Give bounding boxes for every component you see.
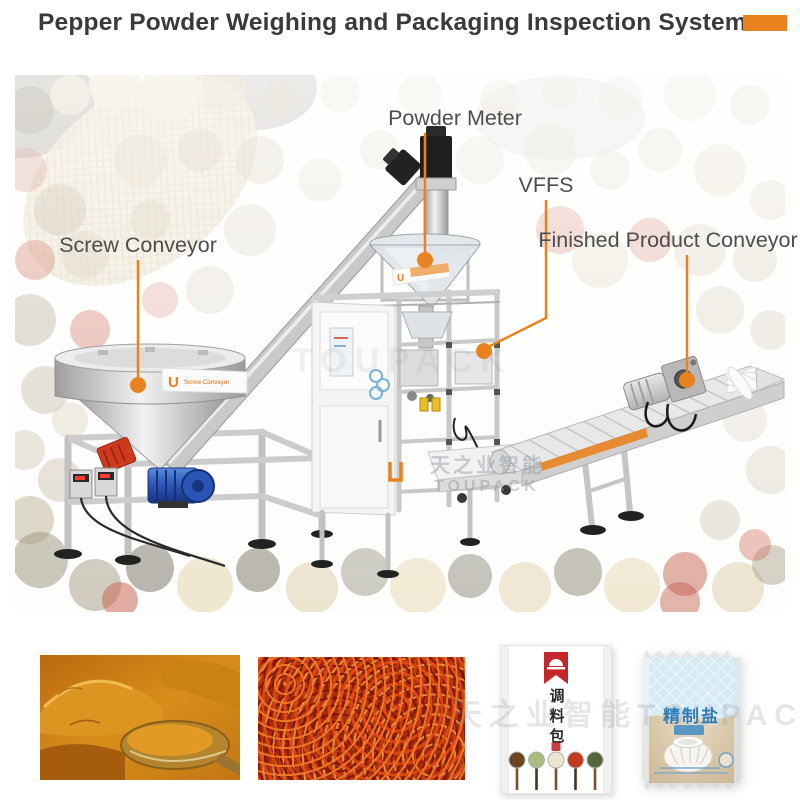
spice-spoon-bowl (567, 751, 584, 769)
callout-vffs: VFFS (476, 173, 573, 359)
callout-powder-meter: Powder Meter (388, 106, 522, 268)
control-boxes (69, 467, 226, 568)
belt-cleat (546, 432, 579, 452)
spice-spoon-handle (554, 768, 558, 790)
callout-label-screw-conveyor: Screw Conveyor (59, 233, 217, 257)
callout-dot (679, 372, 695, 388)
spice-spoons (508, 751, 604, 790)
watermark-cn: 天之业智能 (430, 453, 545, 477)
spice-spoon-bowl (586, 751, 604, 769)
callout-dot (476, 343, 492, 359)
bag-deflector (725, 366, 765, 400)
page-title: Pepper Powder Weighing and Packaging Ins… (38, 9, 747, 36)
salt-jar (663, 736, 713, 773)
brand-letter: U (397, 273, 404, 284)
callout-label-finished-product-conveyor: Finished Product Conveyor (538, 228, 797, 252)
seal-stamp (551, 742, 561, 751)
belt-cleat (528, 439, 560, 459)
spice-spoon-handle (535, 768, 538, 790)
screw-conveyor-machine: U Screw Conveyor (54, 148, 434, 568)
screw-drive-motor (147, 467, 215, 508)
callout-dot (417, 252, 433, 268)
belt-cleat (565, 426, 598, 446)
brand-letter: U (168, 374, 179, 391)
spice-spoon-bowl (547, 751, 565, 769)
vibrator-motor (96, 436, 137, 473)
screw-strip-text: Screw Conveyor (184, 379, 229, 386)
conveyor-label-strip (540, 428, 648, 471)
chili-flakes-photo (258, 657, 465, 780)
salt-packet-photo: 精制盐 (638, 648, 745, 792)
callout-finished-product-conveyor: Finished Product Conveyor (538, 228, 798, 388)
belt-cleat (602, 414, 635, 433)
seasoning-packet-title: 调料包 (547, 688, 565, 748)
spice-spoon-handle (515, 768, 519, 790)
tube-drive-motor (383, 148, 422, 186)
watermark-gallery-cn: 天之业智能 (452, 699, 637, 732)
spice-spoon-bowl (528, 751, 545, 769)
spice-spoon-handle (593, 768, 597, 790)
watermark-gallery-en: TOUPACK (637, 699, 800, 732)
salt-packet-title: 精制盐 (663, 707, 720, 726)
callout-label-vffs: VFFS (519, 173, 574, 197)
callout-label-powder-meter: Powder Meter (388, 106, 522, 130)
spice-spoon-bowl (508, 751, 526, 769)
watermark-en: TOUPACK (434, 478, 540, 495)
spice-spoon-handle (574, 768, 577, 790)
callout-screw-conveyor: Screw Conveyor (59, 233, 217, 393)
ribbon-icon (544, 652, 568, 684)
salt-subtitle-badge (674, 725, 704, 735)
screw-conveyor-label-strip: U Screw Conveyor (161, 367, 248, 394)
belt-cleat (510, 445, 542, 465)
watermark-large: TOUPACK (292, 342, 513, 380)
title-accent-bar (743, 15, 787, 31)
callout-dot (130, 377, 146, 393)
vffs-machine (311, 289, 531, 578)
finished-product-conveyor-machine (489, 355, 786, 535)
turmeric-powder-photo (40, 655, 240, 780)
seasoning-packet-photo: 调料包 (500, 645, 612, 794)
belt-cleat (583, 420, 616, 440)
round-stamp (718, 752, 734, 768)
